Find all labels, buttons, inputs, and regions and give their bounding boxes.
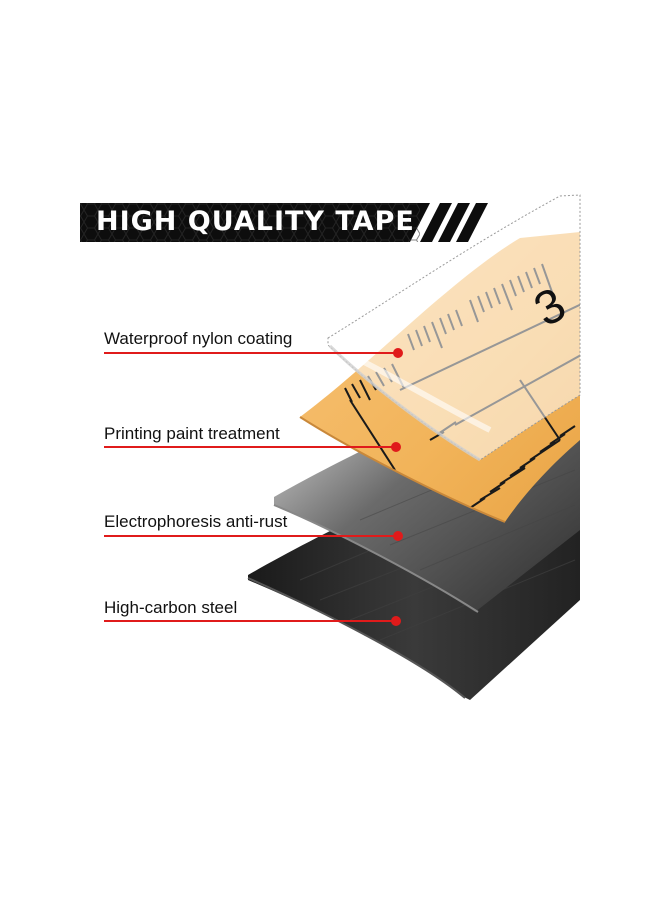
banner <box>80 203 488 242</box>
banner-title: HIGH QUALITY TAPE <box>96 206 415 237</box>
label-electrophoresis-anti-rust: Electrophoresis anti-rust <box>104 512 288 531</box>
label-waterproof-nylon-coating: Waterproof nylon coating <box>104 329 293 348</box>
nylon-coating-layer <box>327 194 581 462</box>
label-high-carbon-steel: High-carbon steel <box>104 598 238 617</box>
label-printing-paint-treatment: Printing paint treatment <box>104 424 280 443</box>
callout-lines <box>104 348 403 626</box>
